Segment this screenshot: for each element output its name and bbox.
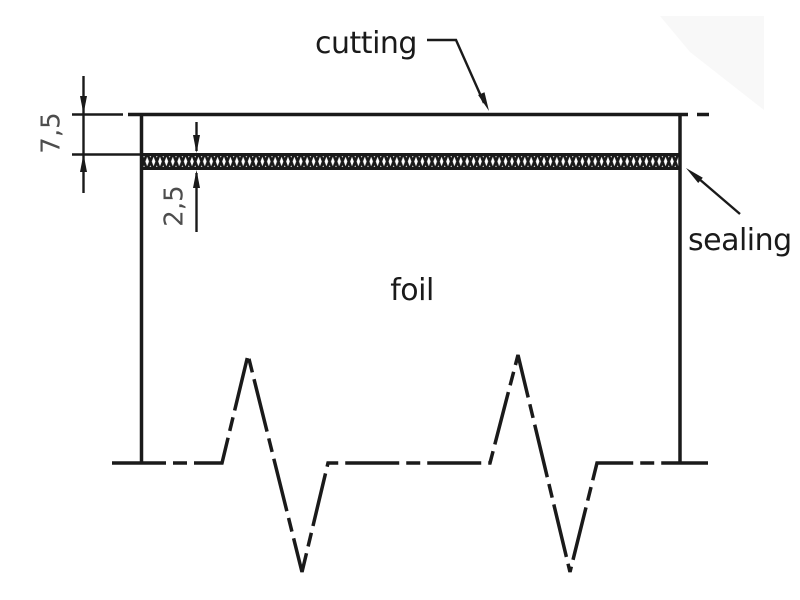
dimension-value-seal-height: 2,5 [160, 185, 190, 226]
watermark-remnant [660, 16, 764, 110]
sealing-label: sealing [688, 223, 792, 258]
arrowhead-up-icon [193, 170, 200, 188]
foil-label: foil [390, 273, 434, 308]
sealing-callout: sealing [686, 168, 792, 258]
sealing-leader-line [697, 177, 741, 215]
cutting-label: cutting [315, 26, 417, 61]
dimension-seal-height: 2,5 [160, 122, 200, 232]
arrowhead-down-icon [193, 135, 200, 153]
dimension-value-cut-depth: 7,5 [37, 112, 67, 153]
sealing-strip [140, 153, 680, 170]
leader-arrowhead-icon [686, 168, 703, 183]
dimension-cut-depth: 7,5 [37, 76, 140, 193]
cutting-leader-line [427, 38, 486, 104]
foil-outline [139, 113, 682, 463]
sealing-strip-hatch [140, 153, 680, 170]
arrowhead-down-icon [80, 96, 87, 114]
leader-arrowhead-icon [478, 92, 489, 111]
arrowhead-up-icon [80, 154, 87, 172]
foil-bottom-break-line [112, 354, 708, 573]
cutting-callout: cutting [315, 26, 489, 111]
